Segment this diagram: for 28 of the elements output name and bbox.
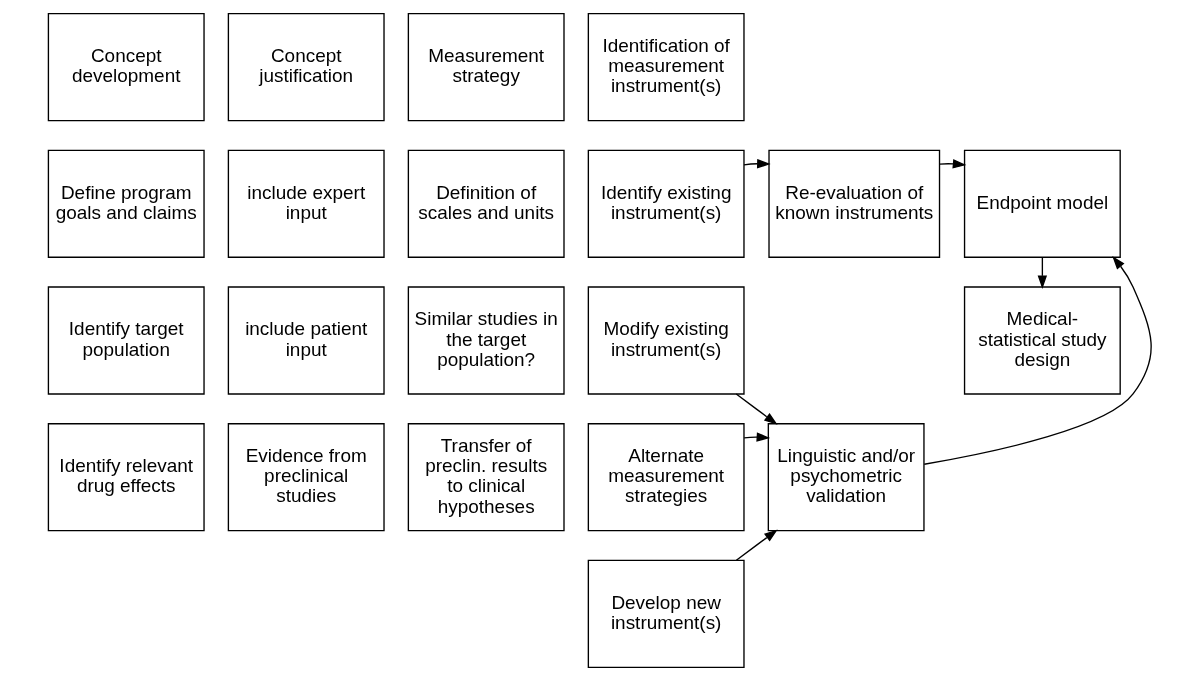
- arrow: [743, 432, 771, 442]
- node-box: Re-evaluation of known instruments: [768, 149, 941, 258]
- arrow: [743, 159, 771, 169]
- node-box: include expert input: [227, 149, 385, 258]
- node-box: Concept development: [47, 13, 205, 122]
- node-box: Identify existing instrument(s): [587, 149, 745, 258]
- node-box: Medical-statistical study design: [963, 286, 1121, 395]
- node-box: Definition of scales and units: [407, 149, 565, 258]
- node-box: Transfer of preclin. results to clinical hypotheses: [407, 423, 565, 532]
- arrow: [923, 256, 1152, 465]
- node-box: Concept justification: [227, 13, 385, 122]
- arrow: [735, 529, 778, 561]
- node-box: include patient input: [227, 286, 385, 395]
- node-box: Similar studies in the target population?: [407, 286, 565, 395]
- node-box: Evidence from preclinical studies: [227, 423, 385, 532]
- arrow: [1037, 256, 1048, 289]
- node-box: Identify target population: [47, 286, 205, 395]
- arrow: [939, 159, 967, 169]
- node-box: Identification of measurement instrument(s): [587, 13, 745, 122]
- node-box: Develop new instrument(s): [587, 559, 745, 668]
- node-box: Identify relevant drug effects: [47, 423, 205, 532]
- node-box: Modify existing instrument(s): [587, 286, 745, 395]
- node-box: Alternate measurement strategies: [587, 423, 745, 532]
- node-box: Linguistic and/or psychometric validation: [767, 423, 925, 532]
- arrow: [735, 393, 778, 425]
- node-box: Measurement strategy: [407, 13, 565, 122]
- node-box: Define program goals and claims: [47, 149, 205, 258]
- node-box: Endpoint model: [963, 149, 1121, 258]
